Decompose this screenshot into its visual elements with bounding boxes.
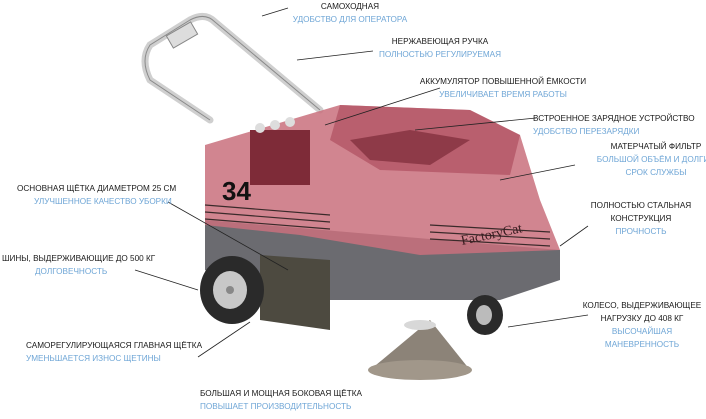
caster-wheel — [467, 295, 503, 335]
control-box — [165, 21, 199, 49]
callout-title: ОСНОВНАЯ ЩЁТКА ДИАМЕТРОМ 25 СМ — [17, 184, 177, 193]
callout-title: ПОЛНОСТЬЮ СТАЛЬНАЯ — [590, 201, 692, 210]
callout-title: ШИНЫ, ВЫДЕРЖИВАЮЩИЕ ДО 500 КГ — [2, 254, 156, 263]
callout-subtitle: ПРОЧНОСТЬ — [615, 227, 667, 236]
callout-subtitle: ПОЛНОСТЬЮ РЕГУЛИРУЕМАЯ — [378, 50, 502, 59]
callout-title: БОЛЬШАЯ И МОЩНАЯ БОКОВАЯ ЩЁТКА — [200, 389, 362, 398]
callout-subtitle: УВЕЛИЧИВАЕТ ВРЕМЯ РАБОТЫ — [439, 90, 567, 99]
callout-filter: МАТЕРЧАТЫЙ ФИЛЬТР БОЛЬШОЙ ОБЪЁМ И ДОЛГИЙ… — [597, 140, 706, 179]
callout-tires: ШИНЫ, ВЫДЕРЖИВАЮЩИЕ ДО 500 КГ ДОЛГОВЕЧНО… — [2, 252, 155, 278]
vent-lines — [204, 204, 551, 247]
callout-subtitle: СРОК СЛУЖБЫ — [625, 168, 687, 177]
callout-title: НАГРУЗКУ ДО 408 КГ — [600, 314, 684, 323]
callout-title: ВСТРОЕННОЕ ЗАРЯДНОЕ УСТРОЙСТВО — [533, 114, 695, 123]
callout-title: КОНСТРУКЦИЯ — [610, 214, 672, 223]
charger-panel — [350, 130, 470, 165]
callout-subtitle: УЛУЧШЕННОЕ КАЧЕСТВО УБОРКИ — [34, 197, 172, 206]
callout-subtitle: МАНЕВРЕННОСТЬ — [604, 340, 680, 349]
machine-number: 34 — [222, 176, 251, 206]
callout-title: САМОРЕГУЛИРУЮЩАЯСЯ ГЛАВНАЯ ЩЁТКА — [26, 341, 203, 350]
callout-title: МАТЕРЧАТЫЙ ФИЛЬТР — [610, 142, 702, 151]
callout-battery: АККУМУЛЯТОР ПОВЫШЕННОЙ ЁМКОСТИ УВЕЛИЧИВА… — [420, 75, 586, 101]
callout-steel-construction: ПОЛНОСТЬЮ СТАЛЬНАЯ КОНСТРУКЦИЯ ПРОЧНОСТЬ — [591, 199, 691, 238]
side-brush — [368, 320, 472, 380]
callout-charger: ВСТРОЕННОЕ ЗАРЯДНОЕ УСТРОЙСТВО УДОБСТВО … — [533, 112, 695, 138]
battery — [250, 130, 310, 185]
callout-subtitle: УДОБСТВО ПЕРЕЗАРЯДКИ — [533, 127, 640, 136]
callout-subtitle: УМЕНЬШАЕТСЯ ИЗНОС ЩЕТИНЫ — [26, 354, 161, 363]
callout-self-propelled: САМОХОДНАЯ УДОБСТВО ДЛЯ ОПЕРАТОРА — [293, 0, 407, 26]
callout-subtitle: ПОВЫШАЕТ ПРОИЗВОДИТЕЛЬНОСТЬ — [200, 402, 352, 411]
callout-handle: НЕРЖАВЕЮЩАЯ РУЧКА ПОЛНОСТЬЮ РЕГУЛИРУЕМАЯ — [379, 35, 501, 61]
callout-subtitle: УДОБСТВО ДЛЯ ОПЕРАТОРА — [292, 15, 408, 24]
callout-subtitle: ВЫСОЧАЙШАЯ — [611, 327, 673, 336]
leader-lines — [134, 7, 589, 358]
callout-subtitle: ДОЛГОВЕЧНОСТЬ — [35, 267, 108, 276]
callout-self-adjusting-brush: САМОРЕГУЛИРУЮЩАЯСЯ ГЛАВНАЯ ЩЁТКА УМЕНЬША… — [26, 339, 202, 365]
callout-subtitle: БОЛЬШОЙ ОБЪЁМ И ДОЛГИЙ — [596, 155, 706, 164]
brush-housing — [260, 255, 330, 330]
callout-caster-wheel: КОЛЕСО, ВЫДЕРЖИВАЮЩЕЕ НАГРУЗКУ ДО 408 КГ… — [583, 299, 702, 351]
callout-title: АККУМУЛЯТОР ПОВЫШЕННОЙ ЁМКОСТИ — [419, 77, 587, 86]
callout-title: НЕРЖАВЕЮЩАЯ РУЧКА — [391, 37, 489, 46]
callout-title: КОЛЕСО, ВЫДЕРЖИВАЮЩЕЕ — [582, 301, 702, 310]
callout-title: САМОХОДНАЯ — [320, 2, 380, 11]
rear-wheel — [200, 256, 264, 324]
callout-side-brush: БОЛЬШАЯ И МОЩНАЯ БОКОВАЯ ЩЁТКА ПОВЫШАЕТ … — [200, 387, 362, 413]
callout-main-brush: ОСНОВНАЯ ЩЁТКА ДИАМЕТРОМ 25 СМ УЛУЧШЕННО… — [17, 182, 176, 208]
